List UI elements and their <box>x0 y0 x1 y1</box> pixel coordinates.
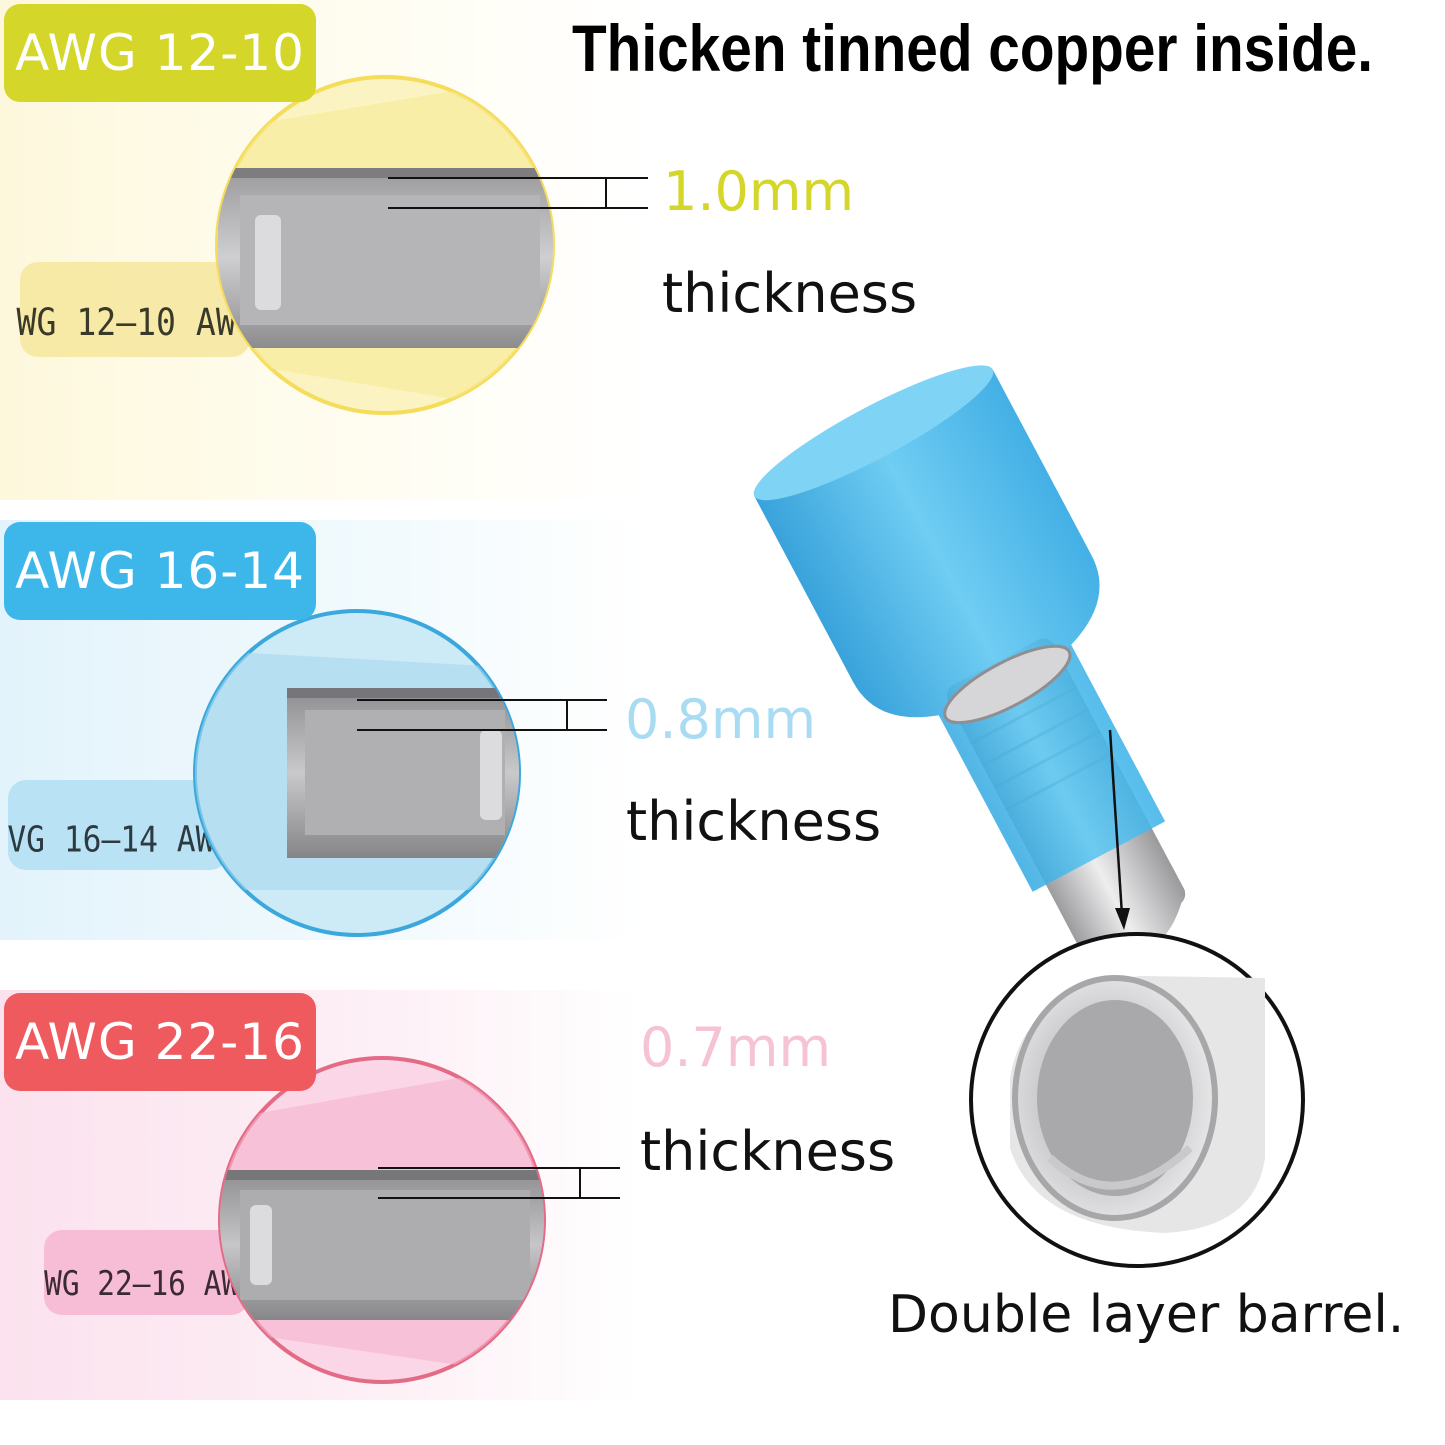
badge-awg-12-10: AWG 12-10 <box>4 4 316 102</box>
thickness-value-pink: 0.7mm <box>640 1016 832 1079</box>
blue-terminal-icon: VG 16–14 AWG <box>7 609 607 937</box>
thickness-label-pink: thickness <box>640 1120 896 1183</box>
barrel-closeup-icon <box>969 932 1305 1268</box>
badge-awg-16-14: AWG 16-14 <box>4 522 316 620</box>
thickness-value-blue: 0.8mm <box>625 688 817 751</box>
badge-awg-22-16: AWG 22-16 <box>4 993 316 1091</box>
yellow-sleeve-print: WG 12–10 AWG <box>17 301 256 345</box>
thickness-value-yellow: 1.0mm <box>663 160 855 223</box>
caption-double-layer-barrel: Double layer barrel. <box>888 1285 1405 1345</box>
headline: Thicken tinned copper inside. <box>572 11 1374 85</box>
pink-terminal-icon: WG 22–16 AWG <box>44 1056 620 1384</box>
thickness-label-yellow: thickness <box>662 262 918 325</box>
bullet-connector-icon <box>753 365 1186 956</box>
pink-sleeve-print: WG 22–16 AWG <box>44 1265 257 1303</box>
thickness-label-blue: thickness <box>626 790 882 853</box>
blue-sleeve-print: VG 16–14 AWG <box>7 819 233 860</box>
yellow-terminal-icon: WG 12–10 AWG <box>17 75 648 415</box>
